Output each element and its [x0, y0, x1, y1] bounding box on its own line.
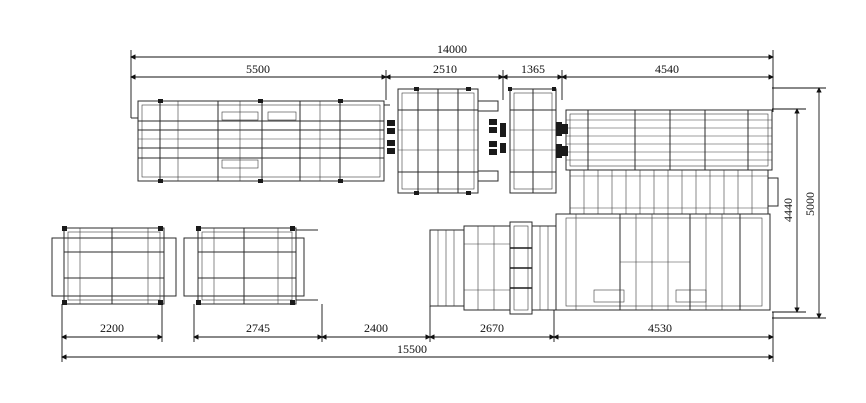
- bottom-dimensions: 2200 2745 2400 2670 4530 15500: [61, 304, 774, 362]
- dim-top-total: 14000: [437, 42, 467, 56]
- top-roller-group-2: [489, 119, 506, 155]
- dim-bottom-total: 15500: [397, 342, 427, 356]
- dim-right-inner: 4440: [781, 198, 795, 222]
- top-machine-frame-d: [562, 109, 779, 215]
- bottom-big-machine: [555, 213, 771, 311]
- dim-top-seg2: 2510: [433, 62, 457, 76]
- top-roller-group-1: [387, 120, 395, 154]
- dim-bottom-seg3: 2400: [364, 321, 388, 335]
- dim-top-seg3: 1365: [521, 62, 545, 76]
- top-machine-long-frame: [131, 99, 390, 183]
- top-machine-frame-c: [508, 87, 562, 194]
- top-dimensions: 14000 5500 2510 1365 4540: [130, 42, 774, 118]
- right-dimensions: 4440 5000: [772, 87, 826, 319]
- top-machine-frame-b: [397, 87, 499, 195]
- dim-bottom-seg4: 2670: [480, 321, 504, 335]
- dim-top-seg1: 5500: [246, 62, 270, 76]
- bottom-conveyor: [429, 221, 557, 315]
- dim-bottom-seg1: 2200: [100, 321, 124, 335]
- dim-bottom-seg5: 4530: [648, 321, 672, 335]
- dim-top-seg4: 4540: [655, 62, 679, 76]
- dim-right-outer: 5000: [803, 192, 817, 216]
- bottom-machine-1: [51, 226, 177, 305]
- dim-bottom-seg2: 2745: [246, 321, 270, 335]
- bottom-machine-2: [183, 226, 318, 305]
